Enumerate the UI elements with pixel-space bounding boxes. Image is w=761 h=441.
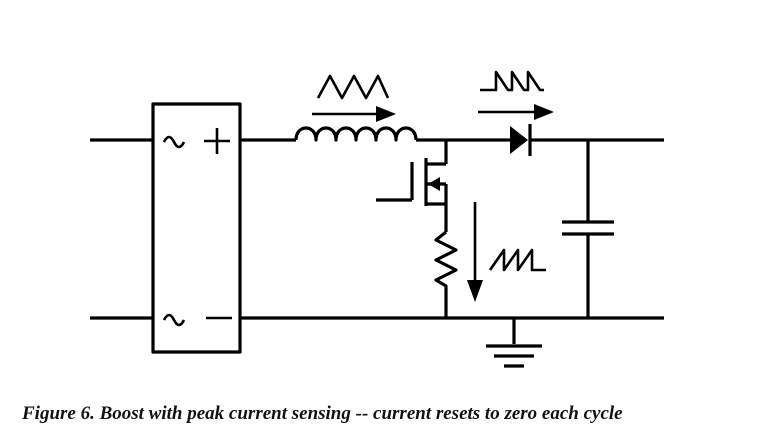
sense-current-waveform xyxy=(488,248,546,272)
tilde-top-icon xyxy=(162,135,186,149)
boost-inductor xyxy=(294,126,418,142)
current-sense-resistor xyxy=(434,230,458,318)
ground-symbol xyxy=(486,318,542,368)
boost-diode xyxy=(505,124,540,156)
inductor-current-arrowhead xyxy=(376,106,396,122)
figure-caption: Figure 6. Boost with peak current sensin… xyxy=(22,403,623,424)
ac-source-block xyxy=(151,102,242,354)
output-capacitor xyxy=(562,140,614,318)
inductor-current-waveform xyxy=(316,74,390,100)
boost-converter-schematic xyxy=(90,70,664,368)
diode-current-waveform xyxy=(480,70,544,92)
sense-current-arrowhead xyxy=(467,280,483,302)
mosfet-switch xyxy=(376,140,448,232)
diode-current-arrowhead xyxy=(534,104,554,120)
tilde-bottom-icon xyxy=(162,313,186,327)
